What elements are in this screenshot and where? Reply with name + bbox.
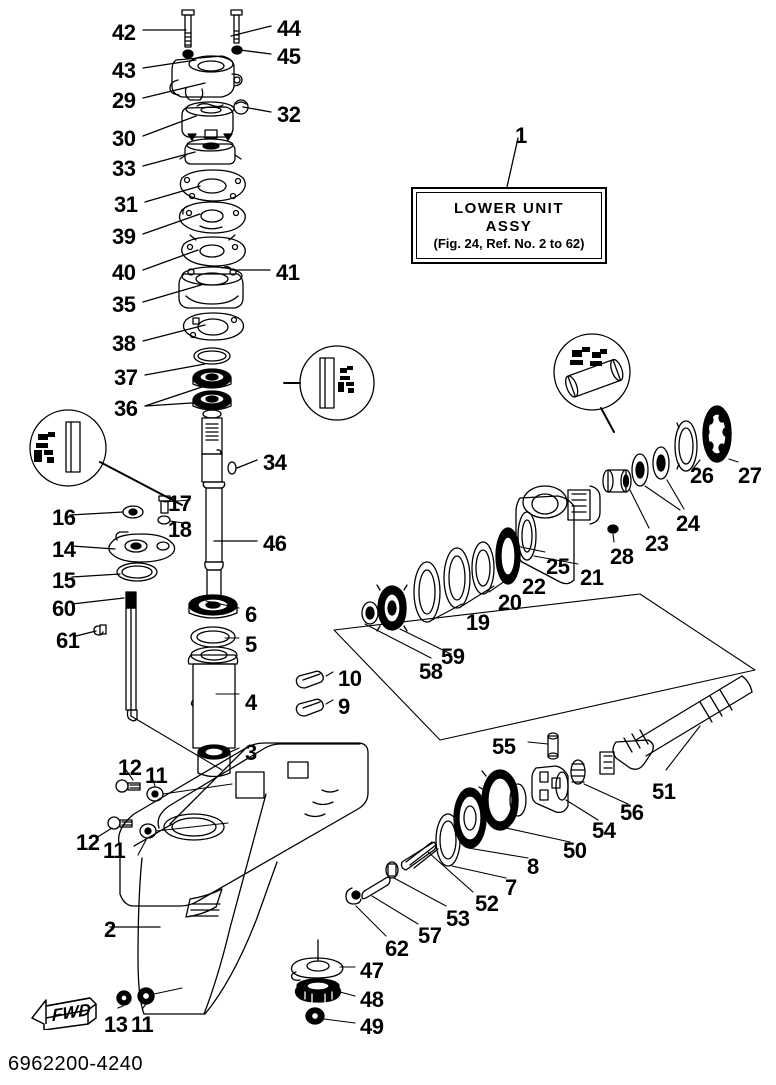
fwd-direction-arrow: FWD [30,992,105,1030]
reference-number-38: 38 [112,331,136,356]
reference-number-57: 57 [418,923,442,948]
reference-number-23: 23 [645,531,669,556]
reference-number-18: 18 [168,517,192,542]
reference-number-24: 24 [676,511,700,536]
callout-box: LOWER UNIT ASSY (Fig. 24, Ref. No. 2 to … [411,187,607,264]
reference-number-34: 34 [263,450,287,475]
reference-number-21: 21 [580,565,604,590]
reference-number-11a: 11 [145,763,168,788]
reference-number-26: 26 [690,463,714,488]
reference-number-2: 2 [104,917,116,942]
reference-number-22: 22 [522,574,546,599]
reference-number-58: 58 [419,659,443,684]
reference-number-28: 28 [610,544,634,569]
reference-number-7: 7 [505,875,517,900]
reference-number-54: 54 [592,818,616,843]
reference-number-19: 19 [466,610,490,635]
reference-number-50: 50 [563,838,587,863]
callout-line-1: LOWER UNIT [454,200,564,217]
reference-number-39: 39 [112,224,136,249]
reference-number-12b: 12 [76,830,100,855]
reference-number-3: 3 [245,740,257,765]
reference-number-11c: 11 [131,1012,154,1037]
reference-number-45: 45 [277,44,301,69]
reference-number-40: 40 [112,260,136,285]
reference-number-14: 14 [52,537,76,562]
reference-number-33: 33 [112,156,136,181]
reference-number-32: 32 [277,102,301,127]
reference-number-44: 44 [277,16,301,41]
reference-number-41: 41 [276,260,300,285]
reference-number-25: 25 [546,554,570,579]
reference-number-59: 59 [441,644,465,669]
reference-number-5: 5 [245,632,257,657]
reference-number-20: 20 [498,590,522,615]
reference-number-16: 16 [52,505,76,530]
reference-number-56: 56 [620,800,644,825]
reference-number-46: 46 [263,531,287,556]
reference-number-10: 10 [338,666,362,691]
reference-number-4: 4 [245,690,257,715]
callout-line-2: ASSY [485,218,533,235]
reference-number-49: 49 [360,1014,384,1039]
reference-number-42: 42 [112,20,136,45]
reference-number-8: 8 [527,854,539,879]
reference-number-60: 60 [52,596,76,621]
reference-number-30: 30 [112,126,136,151]
reference-number-61: 61 [56,628,80,653]
reference-number-48: 48 [360,987,384,1012]
callout-line-3: (Fig. 24, Ref. No. 2 to 62) [433,236,585,251]
reference-number-52: 52 [475,891,499,916]
reference-number-29: 29 [112,88,136,113]
reference-number-9: 9 [338,694,350,719]
reference-number-36: 36 [114,396,138,421]
reference-number-12a: 12 [118,755,142,780]
reference-number-27: 27 [738,463,762,488]
reference-number-47: 47 [360,958,384,983]
reference-number-62: 62 [385,936,409,961]
reference-number-15: 15 [52,568,76,593]
reference-number-6: 6 [245,602,257,627]
reference-number-11b: 11 [103,838,126,863]
reference-number-37: 37 [114,365,138,390]
reference-number-1: 1 [515,123,527,148]
reference-number-53: 53 [446,906,470,931]
reference-number-31: 31 [114,192,138,217]
reference-number-13: 13 [104,1012,128,1037]
reference-number-43: 43 [112,58,136,83]
drawing-part-number: 6962200-4240 [8,1053,144,1075]
reference-number-55: 55 [492,734,516,759]
reference-number-35: 35 [112,292,136,317]
reference-number-51: 51 [652,779,676,804]
reference-number-17: 17 [168,491,192,516]
